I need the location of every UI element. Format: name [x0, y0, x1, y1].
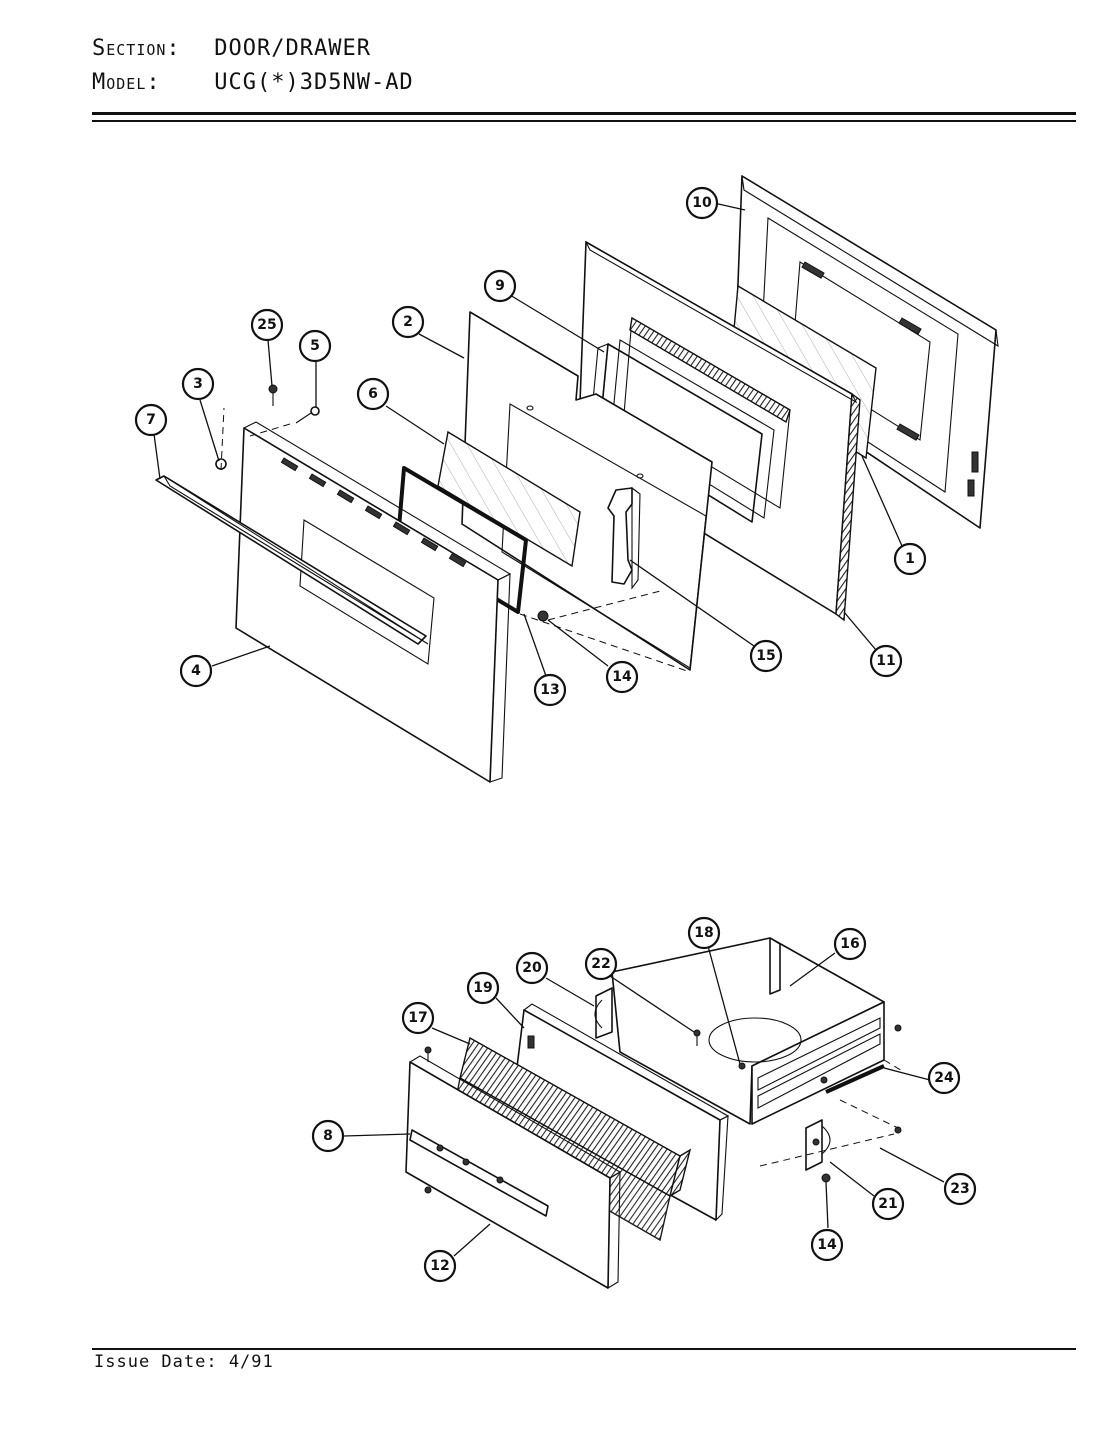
model-label: Model: [92, 70, 161, 95]
callout-2: 2 [391, 305, 425, 339]
svg-text:15: 15 [756, 648, 775, 664]
section-header: Section: DOOR/DRAWER [92, 36, 371, 61]
callout-8: 8 [311, 1119, 345, 1153]
callout-15: 15 [749, 639, 783, 673]
drawer-slide-bracket-left [594, 987, 613, 1039]
svg-text:20: 20 [522, 960, 542, 976]
svg-text:25: 25 [257, 317, 276, 333]
door-screw-5 [295, 406, 320, 424]
header-rule-bottom [92, 120, 1076, 122]
callout-22: 22 [584, 947, 618, 981]
hinge-screw [537, 610, 549, 622]
svg-text:10: 10 [692, 195, 712, 211]
callout-6: 6 [356, 377, 390, 411]
svg-text:3: 3 [193, 376, 203, 392]
svg-text:21: 21 [878, 1196, 897, 1212]
door-handle [155, 475, 429, 645]
callout-1: 1 [893, 542, 927, 576]
svg-text:24: 24 [934, 1070, 954, 1086]
callout-21: 21 [871, 1187, 905, 1221]
assembly-line [883, 1059, 905, 1073]
callout-24: 24 [927, 1061, 961, 1095]
drawer-body [611, 937, 885, 1125]
callout-9: 9 [483, 269, 517, 303]
callout-25: 25 [250, 308, 284, 342]
svg-text:19: 19 [473, 980, 492, 996]
svg-text:9: 9 [495, 278, 505, 294]
assembly-line [839, 1099, 899, 1129]
callout-14-drawer: 14 [810, 1228, 844, 1262]
rod-screw-23 [894, 1126, 902, 1134]
issue-date: Issue Date: 4/91 [94, 1352, 274, 1372]
svg-text:7: 7 [146, 412, 156, 428]
assembly-line [220, 407, 225, 471]
callout-23: 23 [943, 1172, 977, 1206]
assembly-line [759, 1133, 895, 1167]
callout-11: 11 [869, 644, 903, 678]
svg-text:17: 17 [408, 1010, 427, 1026]
svg-text:6: 6 [368, 386, 378, 402]
svg-text:22: 22 [591, 956, 610, 972]
hinge-bracket [607, 486, 641, 590]
leader-lines [153, 202, 945, 1257]
section-label: Section: [92, 36, 181, 61]
model-value: UCG(*)3D5NW-AD [214, 70, 414, 95]
svg-text:14: 14 [612, 669, 632, 685]
window-pack [589, 316, 791, 523]
assembly-line [249, 423, 291, 437]
assembly-line [519, 613, 691, 673]
callout-7: 7 [134, 403, 168, 437]
svg-text:16: 16 [840, 936, 859, 952]
bracket-screw-14 [821, 1173, 831, 1183]
rod-end-screw [894, 1024, 902, 1032]
callout-18: 18 [687, 916, 721, 950]
drawer-insulation-side [668, 1148, 692, 1198]
svg-text:12: 12 [430, 1258, 449, 1274]
callout-10: 10 [685, 186, 719, 220]
callout-5: 5 [298, 329, 332, 363]
header-rule-top [92, 112, 1076, 115]
callout-13: 13 [533, 673, 567, 707]
drawer-slide-rod [825, 1064, 885, 1094]
callout-19: 19 [466, 971, 500, 1005]
drawer-slide-bracket-right [805, 1119, 831, 1171]
svg-text:2: 2 [403, 314, 413, 330]
drawer-handle [409, 1129, 549, 1217]
callout-4: 4 [179, 654, 213, 688]
svg-text:1: 1 [905, 551, 915, 567]
footer-rule [92, 1348, 1076, 1350]
callout-16: 16 [833, 927, 867, 961]
svg-text:14: 14 [817, 1237, 837, 1253]
svg-text:4: 4 [191, 663, 201, 679]
drawer-front-screw [424, 1046, 432, 1194]
callout-12: 12 [423, 1249, 457, 1283]
model-header: Model: UCG(*)3D5NW-AD [92, 70, 414, 95]
callout-14-door: 14 [605, 660, 639, 694]
assembly-line [547, 589, 665, 621]
door-screw-25 [268, 384, 278, 406]
drawer-bracket-screw [693, 1029, 701, 1046]
callout-17: 17 [401, 1001, 435, 1035]
glass-gasket [396, 466, 528, 614]
svg-text:5: 5 [310, 338, 320, 354]
callout-3: 3 [181, 367, 215, 401]
drawer-front-panel [405, 1055, 622, 1289]
outer-door-glass [437, 430, 581, 568]
svg-text:11: 11 [876, 653, 895, 669]
svg-text:8: 8 [323, 1128, 333, 1144]
section-value: DOOR/DRAWER [214, 36, 371, 61]
svg-text:18: 18 [694, 925, 713, 941]
svg-text:13: 13 [540, 682, 559, 698]
svg-text:23: 23 [950, 1181, 969, 1197]
callout-20: 20 [515, 951, 549, 985]
